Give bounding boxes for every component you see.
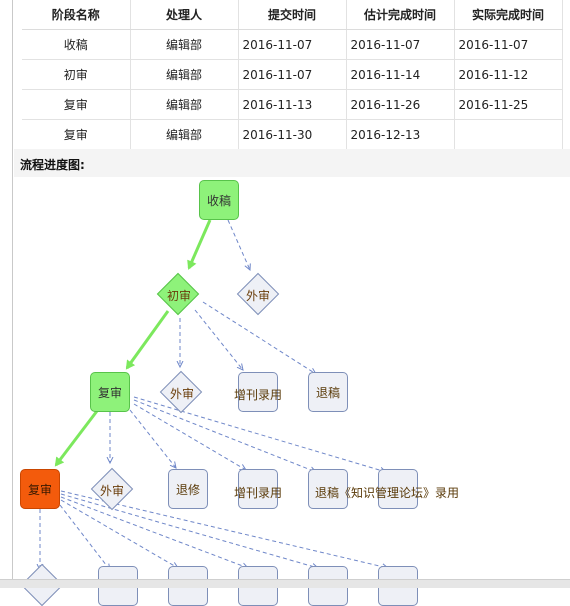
section-header-bar bbox=[14, 149, 570, 177]
left-border bbox=[12, 0, 13, 587]
cell-estimated-time: 2016-11-26 bbox=[346, 89, 455, 120]
node-tuixiu-label: 退修 bbox=[175, 482, 200, 497]
node-fushen2-current[interactable]: 复审 bbox=[20, 469, 60, 509]
branch-fushen1-zengkan2 bbox=[133, 403, 246, 470]
section-title: 流程进度图: bbox=[20, 158, 85, 172]
branch-fushen2-b bbox=[60, 499, 178, 568]
cell-estimated-time: 2016-11-07 bbox=[346, 29, 455, 60]
branch-fushen1-tuigao2a bbox=[133, 399, 316, 472]
cell-submit-time: 2016-11-07 bbox=[238, 59, 347, 90]
node-waishen1-label: 外审 bbox=[246, 289, 271, 303]
branch-chushen-tuigao1 bbox=[202, 301, 316, 374]
cell-stage: 复审 bbox=[22, 119, 131, 149]
cell-estimated-time: 2016-11-14 bbox=[346, 59, 455, 90]
branch-shougao-waishen1 bbox=[227, 219, 250, 270]
branch-fushen2-a bbox=[59, 504, 110, 570]
node-zengkan2-label: 增刊录用 bbox=[234, 486, 283, 500]
node-tuigao2[interactable] bbox=[308, 469, 348, 509]
horizontal-scrollbar[interactable] bbox=[0, 579, 570, 588]
cell-stage: 收稿 bbox=[22, 29, 131, 60]
col-header-handler: 处理人 bbox=[130, 0, 239, 30]
node-waishen2-label: 外审 bbox=[170, 387, 195, 401]
flow-connectors bbox=[0, 219, 570, 587]
branch-fushen1-tuixiu bbox=[129, 409, 176, 468]
cell-submit-time: 2016-11-13 bbox=[238, 89, 347, 120]
cell-actual-time: 2016-11-07 bbox=[454, 29, 563, 60]
path-chushen-fushen1 bbox=[125, 310, 170, 370]
node-zengkan1-label: 增刊录用 bbox=[234, 388, 283, 402]
cell-stage: 初审 bbox=[22, 59, 131, 90]
node-tuigao1[interactable]: 退稿 bbox=[308, 372, 348, 412]
table-header-row: 阶段名称 处理人 提交时间 估计完成时间 实际完成时间 bbox=[22, 0, 563, 30]
node-fushen1[interactable]: 复审 bbox=[90, 372, 130, 412]
node-chushen-label: 初审 bbox=[167, 289, 192, 303]
node-shougao[interactable]: 收稿 bbox=[199, 180, 239, 220]
cell-submit-time: 2016-11-07 bbox=[238, 29, 347, 60]
cell-actual-time: 2016-11-12 bbox=[454, 59, 563, 90]
branch-fushen1-tuigao2b bbox=[133, 396, 386, 472]
branch-fushen2-d bbox=[60, 493, 318, 568]
node-luyong[interactable] bbox=[378, 469, 418, 509]
node-tuigao1-label: 退稿 bbox=[315, 385, 340, 400]
path-fushen1-fushen2 bbox=[54, 410, 99, 467]
col-header-actual-time: 实际完成时间 bbox=[454, 0, 563, 30]
node-tuixiu[interactable]: 退修 bbox=[168, 469, 208, 509]
table-row: 收稿 编辑部 2016-11-07 2016-11-07 2016-11-07 bbox=[22, 29, 563, 60]
table-row: 复审 编辑部 2016-11-13 2016-11-26 2016-11-25 bbox=[22, 89, 563, 120]
node-waishen3-label: 外审 bbox=[100, 484, 125, 498]
col-header-stage: 阶段名称 bbox=[22, 0, 131, 30]
cell-actual-time bbox=[454, 119, 563, 149]
cell-handler: 编辑部 bbox=[130, 29, 239, 60]
cell-stage: 复审 bbox=[22, 89, 131, 120]
cell-handler: 编辑部 bbox=[130, 89, 239, 120]
node-fushen1-label: 复审 bbox=[97, 385, 122, 400]
cell-estimated-time: 2016-12-13 bbox=[346, 119, 455, 149]
stage-table: 阶段名称 处理人 提交时间 估计完成时间 实际完成时间 收稿 编辑部 2016-… bbox=[22, 0, 563, 149]
node-zengkan2[interactable] bbox=[238, 469, 278, 509]
col-header-submit-time: 提交时间 bbox=[238, 0, 347, 30]
node-zengkan1[interactable] bbox=[238, 372, 278, 412]
cell-handler: 编辑部 bbox=[130, 119, 239, 149]
table-row: 初审 编辑部 2016-11-07 2016-11-14 2016-11-12 bbox=[22, 59, 563, 90]
cell-submit-time: 2016-11-30 bbox=[238, 119, 347, 149]
branch-fushen2-c bbox=[60, 496, 248, 568]
col-header-estimated-time: 估计完成时间 bbox=[346, 0, 455, 30]
node-tuigao2-label: 退稿《知识管理论坛》录用 bbox=[315, 486, 460, 500]
cell-handler: 编辑部 bbox=[130, 59, 239, 90]
node-shougao-label: 收稿 bbox=[206, 193, 231, 208]
path-shougao-chushen bbox=[187, 219, 212, 270]
cell-actual-time: 2016-11-25 bbox=[454, 89, 563, 120]
table-row: 复审 编辑部 2016-11-30 2016-12-13 bbox=[22, 119, 563, 149]
node-fushen2-label: 复审 bbox=[27, 482, 52, 497]
branch-chushen-zengkan1 bbox=[194, 309, 243, 370]
